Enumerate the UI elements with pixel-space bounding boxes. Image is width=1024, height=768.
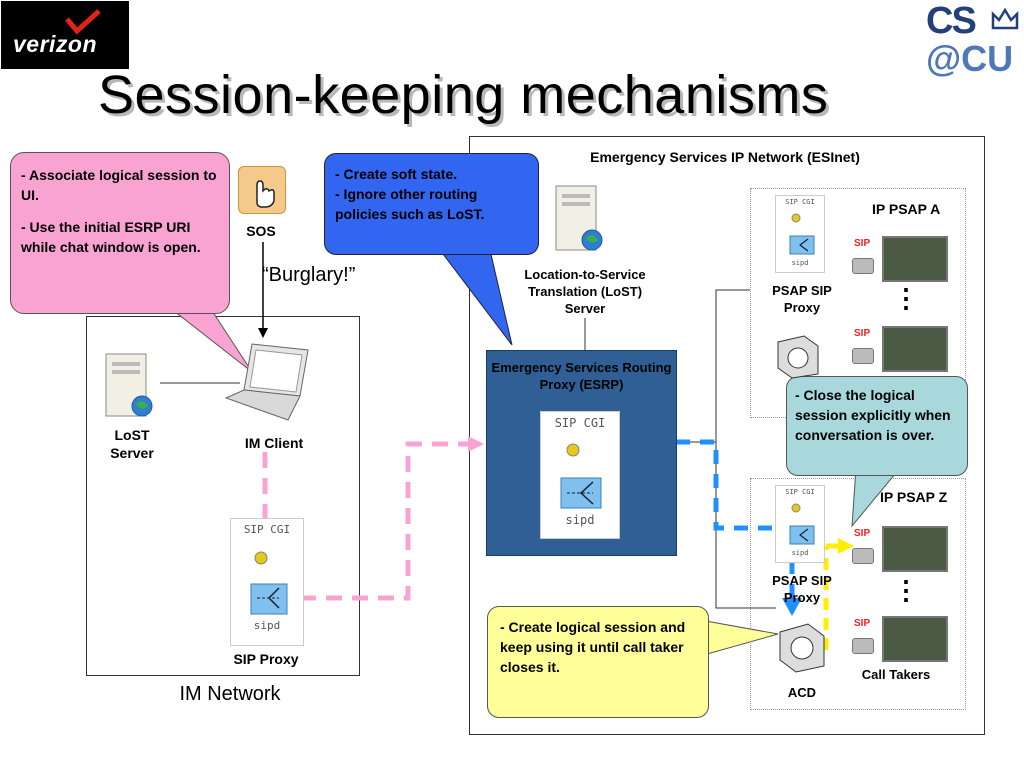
pink-arrow-head: [468, 436, 484, 452]
psap-z-sipcgi-top: SIP CGI: [785, 488, 815, 496]
psap-z-label: IP PSAP Z: [880, 489, 948, 505]
blue-callout: - Create soft state. - Ignore other rout…: [324, 153, 539, 255]
pink-dashed-path: [262, 441, 470, 601]
esrp-sipcgi-bottom: sipd: [565, 513, 595, 527]
sos-arrow-head: [258, 328, 268, 338]
pink-callout-line-1: - Associate logical session to UI.: [21, 167, 217, 203]
phone-icon: [852, 258, 874, 274]
cs-logo-text: CS: [926, 0, 977, 42]
im-network-label: IM Network: [179, 683, 281, 705]
teal-callout: - Close the logical session explicitly w…: [786, 376, 968, 476]
sip-phone-icon: SIP: [854, 328, 871, 339]
psap-z-sipcgi-bottom: sipd: [791, 549, 809, 557]
psap-a-label: IP PSAP A: [872, 201, 941, 217]
psap-a-ellipsis: ⋮: [893, 283, 919, 313]
sip-phone-icon: SIP: [854, 528, 871, 539]
pink-callout-line-2: - Use the initial ESRP URI while chat wi…: [21, 219, 201, 255]
monitor-icon: [882, 526, 948, 572]
psap-bracket: [715, 289, 776, 609]
verizon-check-icon: [65, 9, 101, 35]
blue-arrow-head: [782, 598, 802, 616]
esinet-label: Emergency Services IP Network (ESInet): [590, 149, 860, 165]
cu-logo-text: @CU: [926, 38, 1014, 79]
lost-server-icon: [105, 353, 153, 417]
im-lost-server-label: LoST Server: [110, 427, 154, 461]
sos-hand-icon[interactable]: [238, 166, 286, 214]
phone-icon: [852, 548, 874, 564]
blue-callout-line-1: - Create soft state.: [335, 166, 458, 182]
esrp-sipcgi-top: SIP CGI: [554, 416, 606, 430]
esinet-lost-server-label: Location-to-Service Translation (LoST) S…: [524, 267, 646, 316]
psap-z-sip-proxy-label: PSAP SIP Proxy: [772, 573, 832, 605]
esinet-lost-server-icon: [555, 185, 603, 251]
im-sip-proxy-label: SIP Proxy: [233, 651, 299, 667]
psap-a-acd-icon: [777, 335, 819, 379]
yellow-arrow-head: [838, 538, 854, 554]
esrp-box: Emergency Services Routing Proxy (ESRP) …: [486, 350, 677, 556]
acd-label: ACD: [787, 685, 817, 700]
crown-icon: [991, 7, 1019, 30]
monitor-icon: [882, 616, 948, 662]
call-takers-label: Call Takers: [861, 667, 931, 682]
monitor-icon: [882, 236, 948, 282]
monitor-icon: [882, 326, 948, 372]
cs-cu-logo: CS @CU: [926, 0, 1024, 80]
phone-icon: [852, 348, 874, 364]
sip-phone-icon: SIP: [854, 238, 871, 249]
psap-z-sipcgi-icon: SIP CGI sipd: [775, 485, 825, 563]
im-sip-proxy-icon: SIP CGI sipd: [230, 518, 304, 646]
psap-a-sip-proxy-label: PSAP SIP Proxy: [772, 283, 832, 315]
psap-a-sipcgi-bottom: sipd: [791, 259, 809, 267]
psap-a-sipcgi-icon: SIP CGI sipd: [775, 195, 825, 273]
yellow-callout: - Create logical session and keep using …: [487, 606, 709, 718]
im-client-label: IM Client: [244, 435, 304, 451]
yellow-callout-line-1: - Create logical session and keep using …: [500, 619, 686, 675]
blue-callout-line-2: - Ignore other routing policies such as …: [335, 186, 485, 222]
verizon-logo: verizon: [1, 1, 129, 69]
acd-icon: [779, 623, 825, 673]
laptop-icon: [224, 343, 309, 421]
esrp-sipcgi-icon: SIP CGI sipd: [540, 411, 620, 539]
psap-z-ellipsis: ⋮: [893, 575, 919, 605]
phone-icon: [852, 638, 874, 654]
im-sipcgi-top: SIP CGI: [243, 523, 291, 536]
sos-label: SOS: [246, 223, 276, 239]
teal-callout-line-1: - Close the logical session explicitly w…: [795, 387, 951, 443]
burglary-text: “Burglary!”: [262, 264, 356, 286]
verizon-logo-text: verizon: [13, 31, 98, 57]
psap-a-sipcgi-top: SIP CGI: [785, 198, 815, 206]
sip-phone-icon: SIP: [854, 618, 871, 629]
pink-callout: - Associate logical session to UI. - Use…: [10, 152, 230, 314]
blue-dashed-path: [676, 439, 790, 531]
page-title: Session-keeping mechanisms: [98, 65, 829, 125]
im-sipcgi-bottom: sipd: [253, 619, 281, 632]
esrp-label: Emergency Services Routing Proxy (ESRP): [491, 360, 672, 392]
